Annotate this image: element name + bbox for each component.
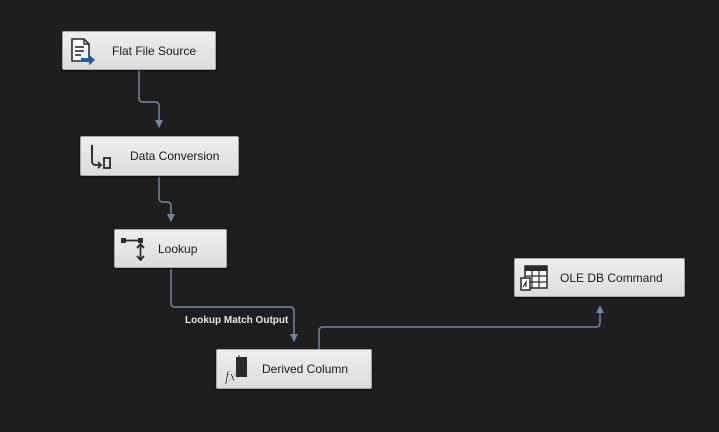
path-label-lookup-match-output[interactable]: Lookup Match Output [185, 315, 289, 326]
path-flat-file-to-data-conversion[interactable] [138, 70, 163, 128]
node-ole-db-command[interactable]: OLE DB Command [514, 258, 685, 297]
data-conversion-icon [84, 140, 116, 172]
derived-column-icon: fx [220, 353, 252, 385]
node-label: Lookup [158, 241, 198, 256]
node-flat-file-source[interactable]: Flat File Source [62, 31, 216, 70]
svg-text:fx: fx [225, 369, 236, 384]
flat-file-source-icon [66, 35, 98, 67]
path-derived-column-to-ole-db-command[interactable] [318, 305, 604, 349]
node-label: Data Conversion [130, 149, 220, 163]
path-lookup-to-derived-column[interactable] [170, 269, 298, 342]
node-label: OLE DB Command [560, 270, 663, 285]
node-label: Flat File Source [112, 43, 197, 58]
lookup-icon [118, 233, 150, 265]
node-derived-column[interactable]: fx Derived Column [216, 349, 372, 389]
path-data-conversion-to-lookup[interactable] [158, 177, 175, 222]
node-label: Derived Column [262, 362, 349, 376]
node-data-conversion[interactable]: Data Conversion [80, 136, 239, 176]
node-lookup[interactable]: Lookup [114, 229, 227, 268]
ole-db-command-icon [518, 262, 550, 294]
